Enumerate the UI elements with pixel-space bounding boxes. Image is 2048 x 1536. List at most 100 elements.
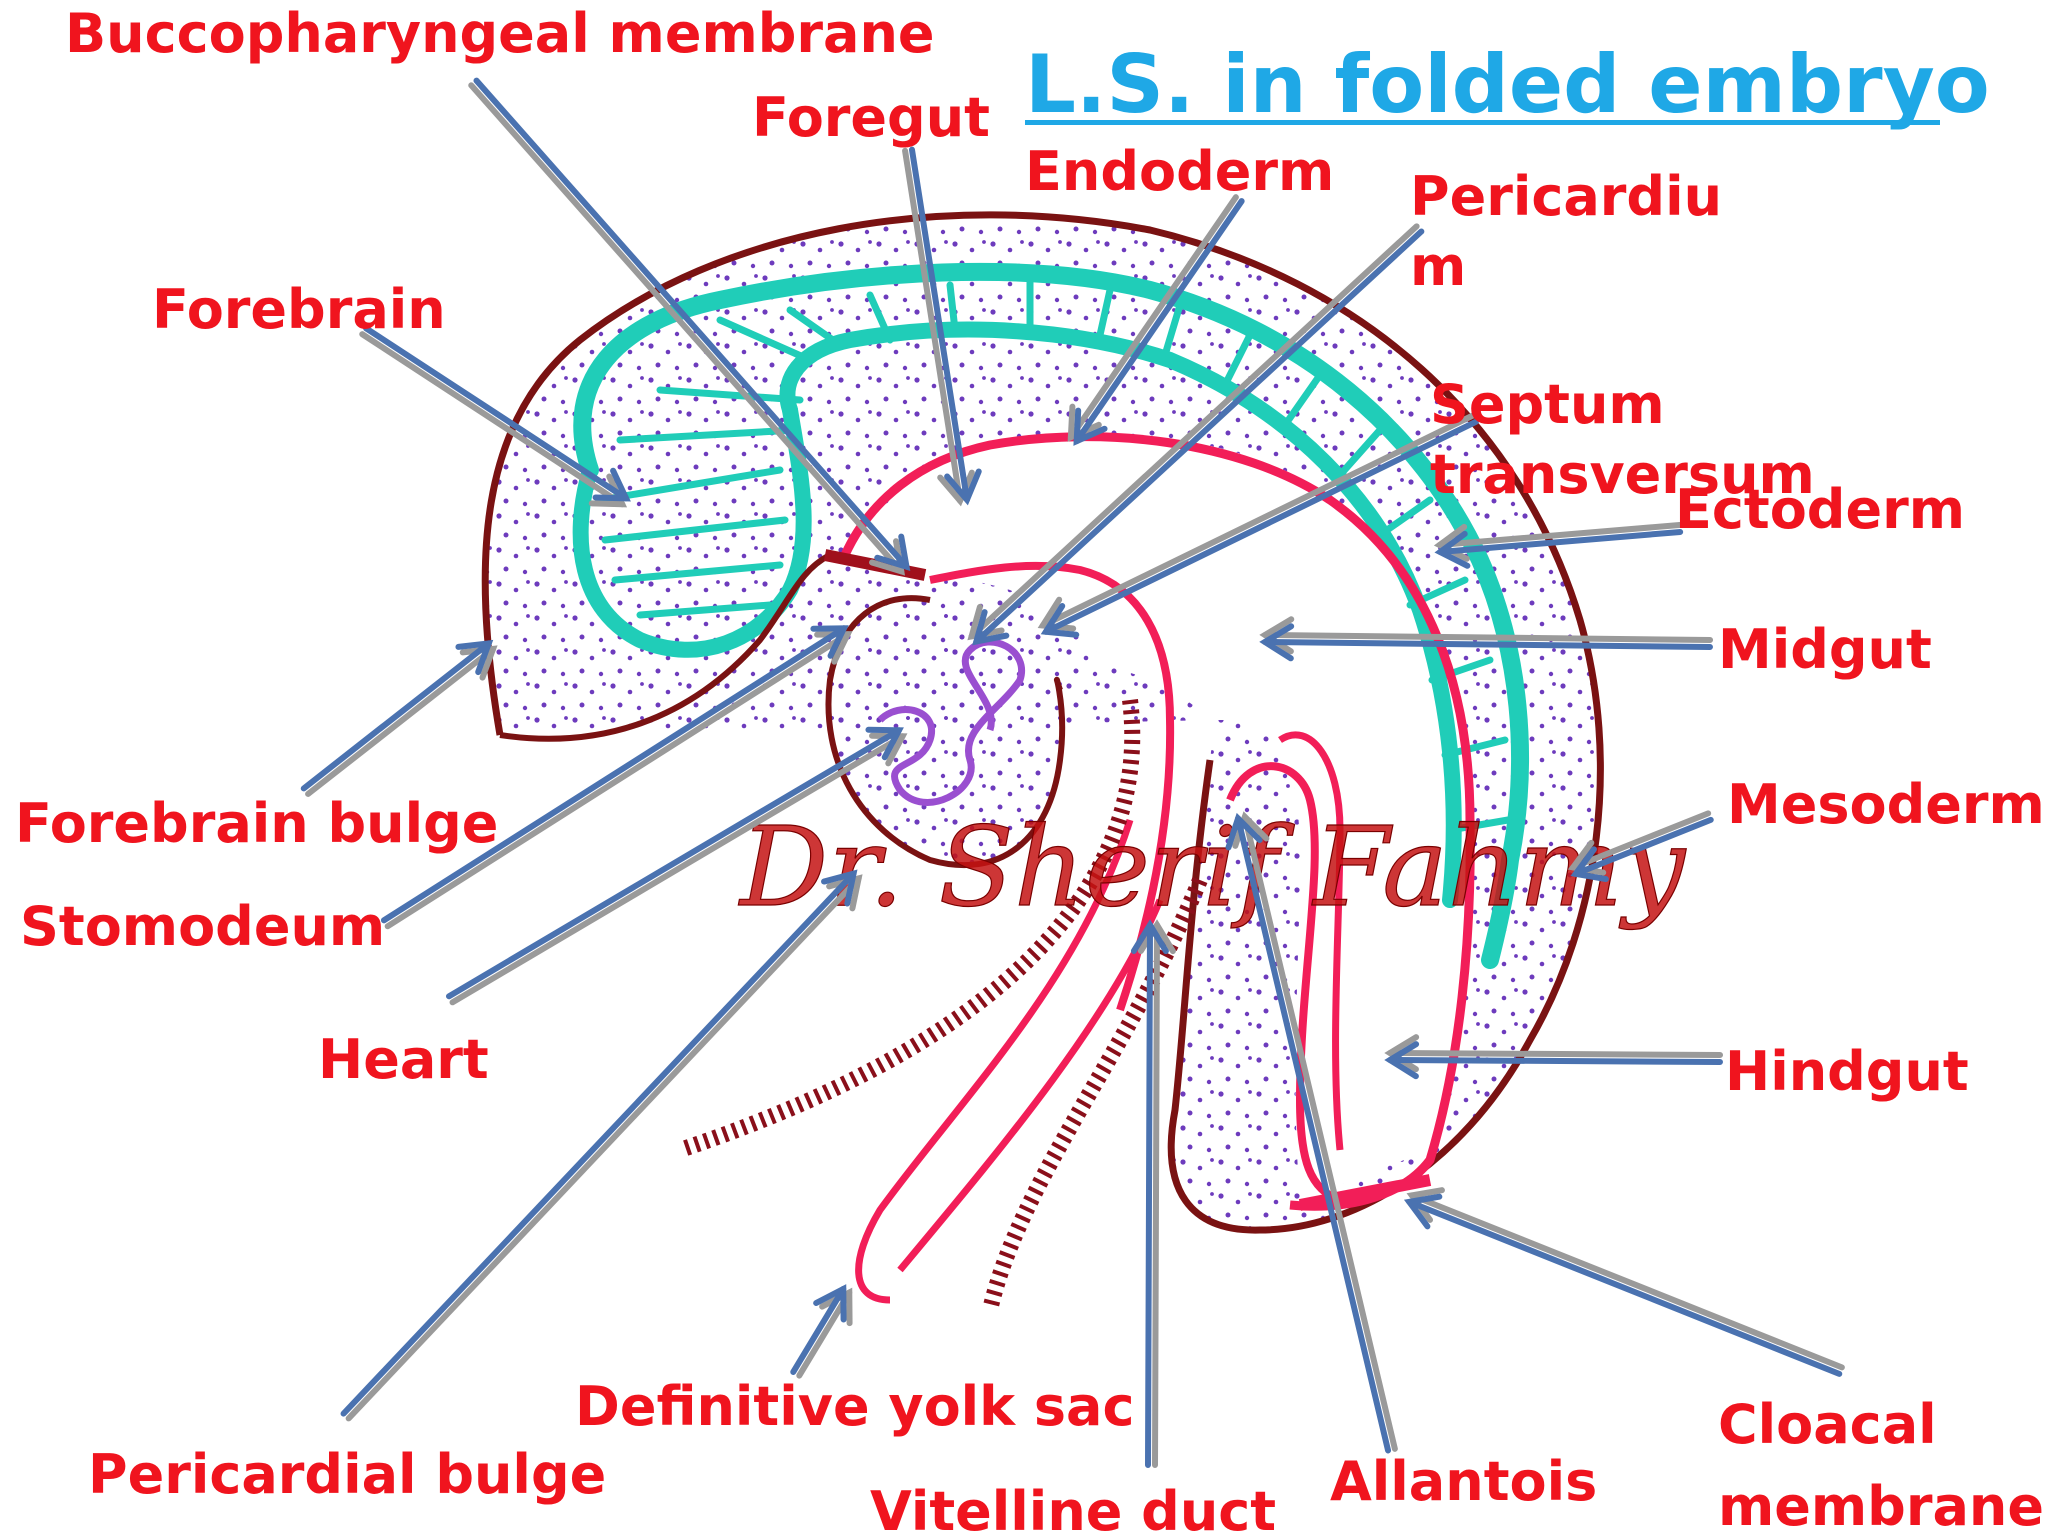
- leader-arrowhead: [455, 639, 494, 676]
- label-vitelline-duct: Vitelline duct: [870, 1480, 1276, 1536]
- watermark: Dr. Sherif Fahmy: [738, 803, 1687, 931]
- cloacal-membrane: [1298, 1174, 1432, 1211]
- leader-allantois: [1225, 811, 1398, 1454]
- leader-stroke: [1436, 522, 1683, 549]
- leader-stroke: [384, 631, 851, 930]
- leader-arrowhead: [826, 874, 863, 912]
- leader-arrowhead: [1567, 839, 1607, 876]
- leader-arrowhead: [1037, 596, 1077, 632]
- leader-stroke: [305, 645, 497, 797]
- yolk-sac-left-wall: [855, 818, 1134, 1304]
- leader-septum-transversum: [1037, 412, 1479, 638]
- leader-stroke: [1235, 815, 1392, 1454]
- leader-lines: [300, 77, 1845, 1469]
- leader-vitelline-duct: [1130, 919, 1176, 1469]
- leader-stroke: [1067, 194, 1239, 441]
- leader-arrowhead: [1040, 603, 1080, 638]
- gut-lumen: [840, 434, 1470, 1200]
- leader-arrowhead: [1067, 403, 1102, 442]
- leader-arrowhead: [869, 732, 908, 767]
- leader-pericardium: [967, 223, 1425, 646]
- leader-stroke: [340, 870, 857, 1417]
- amnion-right: [982, 876, 1208, 1312]
- leader-arrowhead: [459, 645, 498, 681]
- leader-hindgut: [1384, 1034, 1724, 1080]
- leader-stroke: [1145, 921, 1153, 1468]
- label-heart: Heart: [318, 1028, 489, 1091]
- leader-arrowhead: [1434, 530, 1471, 569]
- label-septum-line2: transversum: [1430, 443, 1815, 506]
- leader-stroke: [468, 82, 905, 575]
- label-midgut: Midgut: [1718, 618, 1932, 681]
- forebrain-vesicle: [572, 402, 812, 658]
- leader-arrowhead: [967, 603, 1005, 641]
- leader-arrowhead: [1225, 812, 1263, 851]
- label-allantois: Allantois: [1330, 1450, 1597, 1513]
- label-hindgut: Hindgut: [1725, 1040, 1969, 1103]
- leader-arrowhead: [1073, 407, 1108, 446]
- leader-stroke: [908, 146, 970, 503]
- leader-stroke: [1042, 418, 1479, 635]
- leader-arrowhead: [865, 726, 904, 761]
- leader-arrowhead: [937, 469, 975, 507]
- leader-stroke: [973, 228, 1425, 645]
- leader-forebrain-bulge: [300, 639, 498, 797]
- pericardial-loop-endoderm: [929, 561, 1175, 1012]
- leader-stroke: [1437, 528, 1684, 555]
- leader-stroke: [345, 875, 862, 1422]
- leader-arrowhead: [821, 869, 858, 907]
- outer-body-outline: [481, 211, 1604, 1234]
- leader-arrowhead: [1259, 616, 1295, 655]
- title-underline: [1025, 120, 1940, 125]
- leader-stroke: [968, 223, 1420, 640]
- diagram-title-group: L.S. in folded embryo: [1025, 38, 1990, 131]
- label-cloacal-line1: Cloacal: [1718, 1393, 1937, 1456]
- leader-stomodeum: [380, 625, 853, 930]
- leader-stroke: [1039, 412, 1476, 629]
- leader-stroke: [902, 147, 964, 504]
- leader-arrowhead: [1384, 1041, 1420, 1080]
- leader-stroke: [1073, 198, 1245, 445]
- leader-foregut: [902, 146, 982, 507]
- leader-buccopharyngeal-membrane: [468, 77, 911, 576]
- labels: Buccopharyngeal membrane Foregut Endoder…: [15, 2, 2045, 1536]
- leader-arrowhead: [1137, 919, 1176, 955]
- diagram-title: L.S. in folded embryo: [1025, 38, 1990, 131]
- leader-stroke: [790, 1285, 847, 1375]
- leader-cloacal-membrane: [1403, 1187, 1845, 1377]
- leader-arrowhead: [810, 625, 849, 659]
- label-stomodeum: Stomodeum: [20, 895, 385, 958]
- hindgut-inner: [1278, 731, 1344, 1151]
- foregut-endoderm: [840, 432, 1475, 1211]
- leader-stroke: [1386, 1057, 1723, 1065]
- label-definitive-yolk-sac: Definitive yolk sac: [575, 1375, 1135, 1438]
- leader-stroke: [380, 625, 847, 924]
- allantois: [1226, 762, 1342, 1204]
- leader-stroke: [1152, 922, 1160, 1469]
- label-pericardium-line2: m: [1410, 235, 1466, 298]
- label-mesoderm: Mesoderm: [1727, 773, 2045, 836]
- label-endoderm: Endoderm: [1025, 140, 1334, 203]
- label-septum-line1: Septum: [1430, 373, 1665, 436]
- leader-stroke: [1572, 816, 1714, 877]
- leader-arrowhead: [972, 609, 1010, 646]
- leader-arrowhead: [819, 1287, 853, 1327]
- leader-arrowhead: [1130, 919, 1169, 955]
- leader-arrowhead: [1259, 623, 1295, 662]
- leader-midgut: [1259, 616, 1714, 662]
- embryo-body: [481, 211, 1604, 1312]
- leader-stroke: [1570, 810, 1712, 871]
- label-foregut: Foregut: [752, 86, 990, 149]
- leader-stroke: [363, 325, 630, 502]
- leader-arrowhead: [1403, 1193, 1443, 1230]
- amnion-left: [677, 699, 1141, 1158]
- leader-mesoderm: [1567, 810, 1714, 883]
- label-pericardium-line1: Pericardiu: [1410, 165, 1722, 228]
- leader-stroke: [1387, 1050, 1724, 1059]
- leader-arrowhead: [814, 631, 853, 665]
- label-buccopharyngeal-membrane: Buccopharyngeal membrane: [65, 2, 935, 65]
- label-ectoderm: Ectoderm: [1675, 478, 1965, 541]
- leader-stroke: [449, 733, 906, 1006]
- leader-stroke: [1262, 632, 1714, 644]
